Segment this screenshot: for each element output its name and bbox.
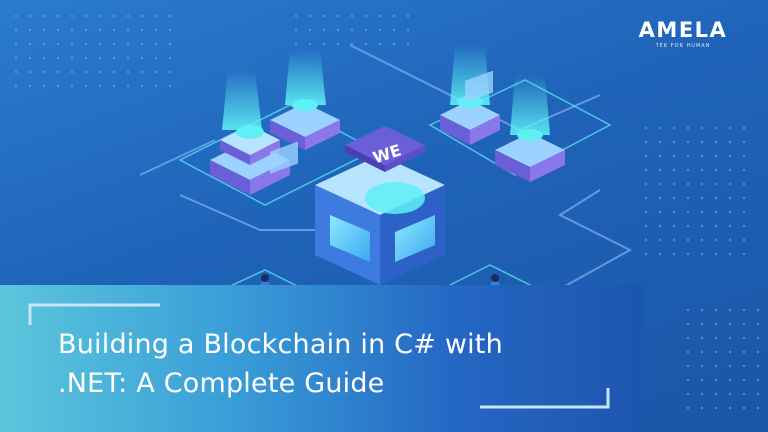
dot-grid-top (290, 12, 420, 52)
block-stack-right-2 (495, 129, 565, 182)
logo-tagline: TEK FOR HUMAN (655, 43, 711, 49)
dot-grid-top-left (10, 10, 180, 90)
central-hub: WE (315, 126, 445, 285)
frame-corner-bottom-right (480, 388, 610, 409)
dot-grid-bottom-right (680, 300, 760, 410)
article-title-line-2: .NET: A Complete Guide (58, 368, 385, 399)
block-stack-left (210, 125, 290, 195)
dot-grid-right (640, 115, 750, 265)
block-stack-right (440, 96, 500, 145)
article-title-line-1: Building a Blockchain in C# with (58, 329, 503, 360)
article-title: Building a Blockchain in C# with .NET: A… (58, 325, 618, 403)
logo-text: AMELA (638, 18, 728, 42)
brand-logo[interactable]: AMELA TEK FOR HUMAN (628, 18, 738, 50)
light-beams (222, 45, 550, 135)
frame-corner-top-left (28, 303, 160, 325)
